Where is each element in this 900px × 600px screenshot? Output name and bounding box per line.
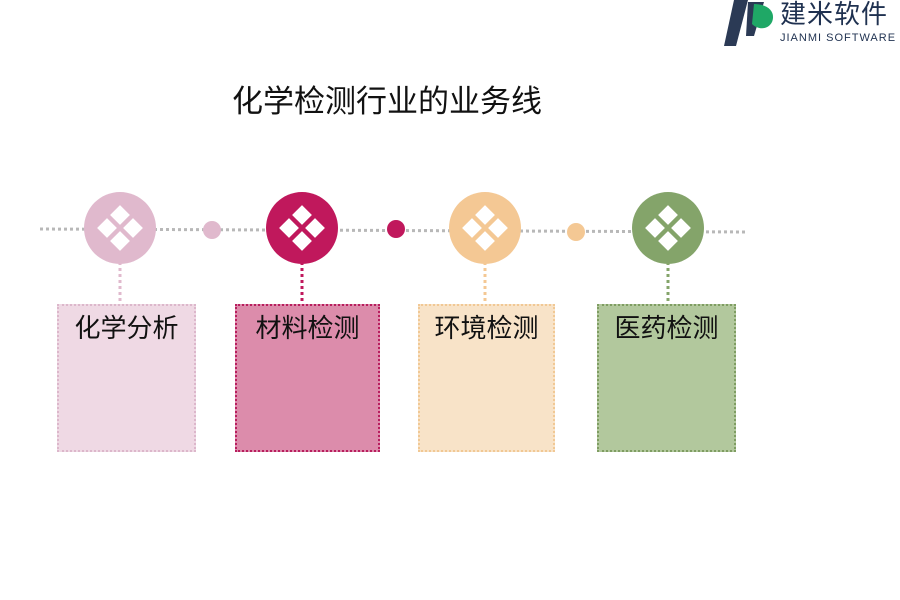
connector-dot-2 <box>387 220 405 238</box>
node-1 <box>84 192 156 264</box>
card-pharma-testing: 医药检测 <box>597 304 736 452</box>
node-3 <box>449 192 521 264</box>
connector-dot-3 <box>567 223 585 241</box>
brand-name-cn: 建米软件 <box>780 0 889 30</box>
card-label: 化学分析 <box>74 314 179 344</box>
diamond-grid-icon <box>462 205 508 251</box>
node-2 <box>266 192 338 264</box>
node-4 <box>632 192 704 264</box>
connector-dot-1 <box>203 221 221 239</box>
brand-logo: 建米软件 JIANMI SOFTWARE <box>724 0 900 48</box>
card-label: 材料检测 <box>255 314 360 344</box>
card-material-testing: 材料检测 <box>235 304 380 452</box>
card-label: 环境检测 <box>434 314 539 344</box>
card-label: 医药检测 <box>614 314 719 344</box>
card-environment-testing: 环境检测 <box>418 304 555 452</box>
jianmi-logo-icon <box>724 0 774 46</box>
diamond-grid-icon <box>97 205 143 251</box>
diamond-grid-icon <box>279 205 325 251</box>
page-title: 化学检测行业的业务线 <box>232 84 542 120</box>
card-chemical-analysis: 化学分析 <box>57 304 196 452</box>
brand-name-en: JIANMI SOFTWARE <box>780 32 897 44</box>
